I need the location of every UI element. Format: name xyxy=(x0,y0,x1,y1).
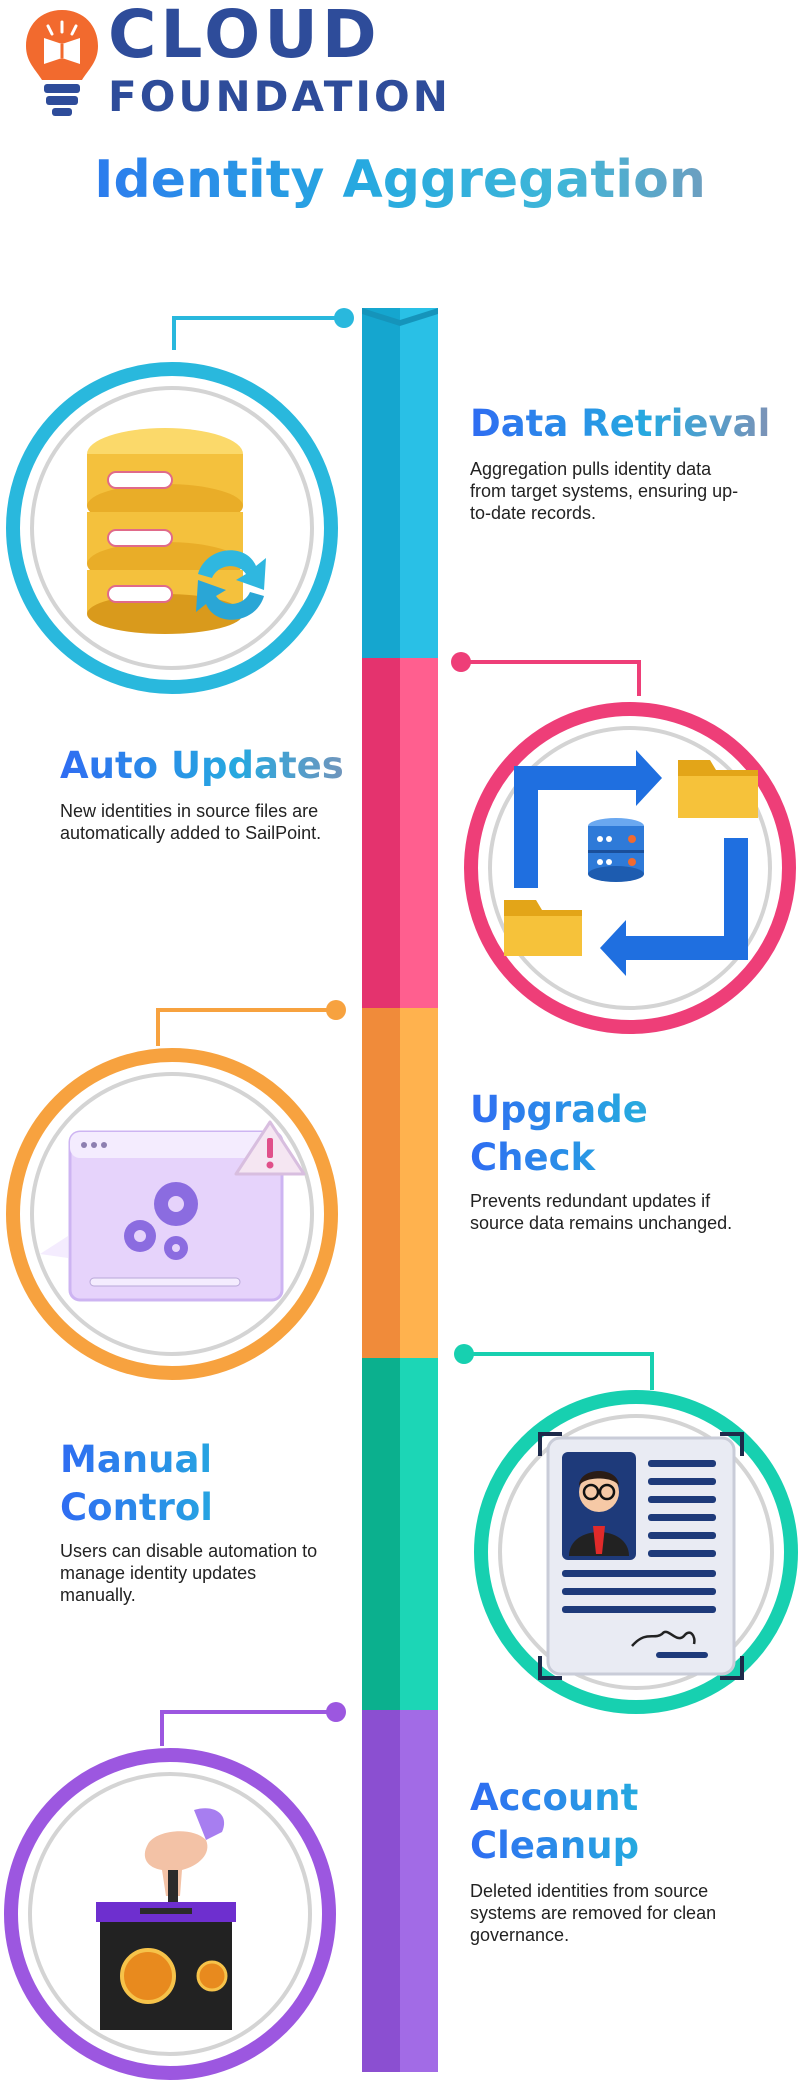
step-3-description: Prevents redundant updates if source dat… xyxy=(470,1191,733,1233)
connector-drop-1 xyxy=(172,316,176,350)
connector-line-1 xyxy=(172,316,344,320)
lightbulb-logo-icon xyxy=(26,10,98,116)
connector-line-4 xyxy=(464,1352,654,1356)
brand-name-line2: FOUNDATION xyxy=(108,72,451,121)
brand-name-line1: CLOUD xyxy=(108,0,381,73)
timeline-bevels xyxy=(362,308,438,326)
step-5-heading-line1: Account xyxy=(470,1774,770,1822)
step-1-description: Aggregation pulls identity data from tar… xyxy=(470,459,739,523)
timeline-segment-1 xyxy=(362,308,438,668)
server-folders-icon xyxy=(504,750,758,976)
step-1-heading: Data Retrieval xyxy=(470,400,790,448)
connector-drop-5 xyxy=(160,1710,164,1746)
id-document-icon xyxy=(538,1432,744,1680)
connector-line-5 xyxy=(160,1710,344,1714)
connector-line-3 xyxy=(156,1008,344,1012)
connector-dot-5 xyxy=(326,1702,346,1722)
connector-dot-1 xyxy=(334,308,354,328)
timeline-segment-2 xyxy=(362,658,438,1018)
step-2-heading: Auto Updates xyxy=(60,742,380,790)
step-4-description: Users can disable automation to manage i… xyxy=(60,1541,318,1605)
step-5-heading-line2: Cleanup xyxy=(470,1822,770,1870)
step-4-heading-line2: Control xyxy=(60,1484,360,1532)
step-3-heading-line2: Check xyxy=(470,1134,770,1182)
connector-drop-4 xyxy=(650,1352,654,1390)
step-5-description: Deleted identities from source systems a… xyxy=(470,1881,717,1945)
step-3-heading-line1: Upgrade xyxy=(470,1086,770,1134)
timeline-segment-5 xyxy=(362,1710,438,2072)
hand-ballot-box-icon xyxy=(96,1808,236,2030)
settings-window-warning-icon xyxy=(40,1120,306,1302)
timeline-segment-4 xyxy=(362,1358,438,1720)
page-title: Identity Aggregation xyxy=(0,151,800,209)
timeline-segment-3 xyxy=(362,1008,438,1368)
connector-line-2 xyxy=(461,660,641,664)
connector-drop-2 xyxy=(637,660,641,696)
step-2-description: New identities in source files are autom… xyxy=(60,801,322,843)
connector-drop-3 xyxy=(156,1008,160,1046)
connector-dot-3 xyxy=(326,1000,346,1020)
database-sync-icon xyxy=(87,428,266,634)
step-4-heading-line1: Manual xyxy=(60,1436,360,1484)
